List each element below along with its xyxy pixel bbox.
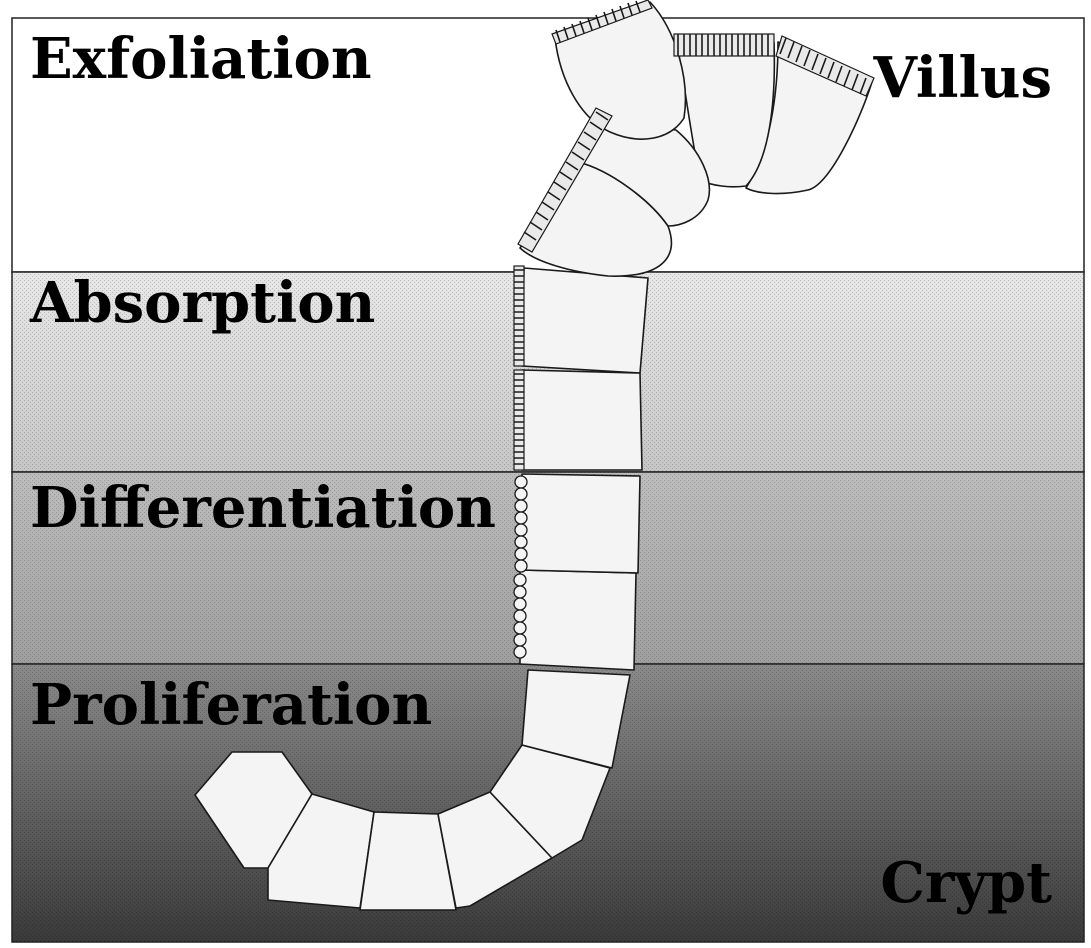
zone-label-proliferation: Proliferation (30, 672, 432, 738)
crypt-cells (194, 669, 631, 911)
absorptive-cells (513, 265, 649, 471)
zone-label-absorption: Absorption (29, 270, 375, 336)
brush-border-villus (517, 0, 875, 253)
differentiating-cells (513, 473, 641, 671)
zone-label-exfoliation: Exfoliation (30, 26, 372, 92)
short-microvilli (513, 475, 528, 659)
crypt-label: Crypt (880, 850, 1052, 916)
zone-label-differentiation: Differentiation (30, 475, 496, 541)
villus-label: Villus (872, 45, 1052, 111)
brush-border-absorption (513, 265, 525, 471)
